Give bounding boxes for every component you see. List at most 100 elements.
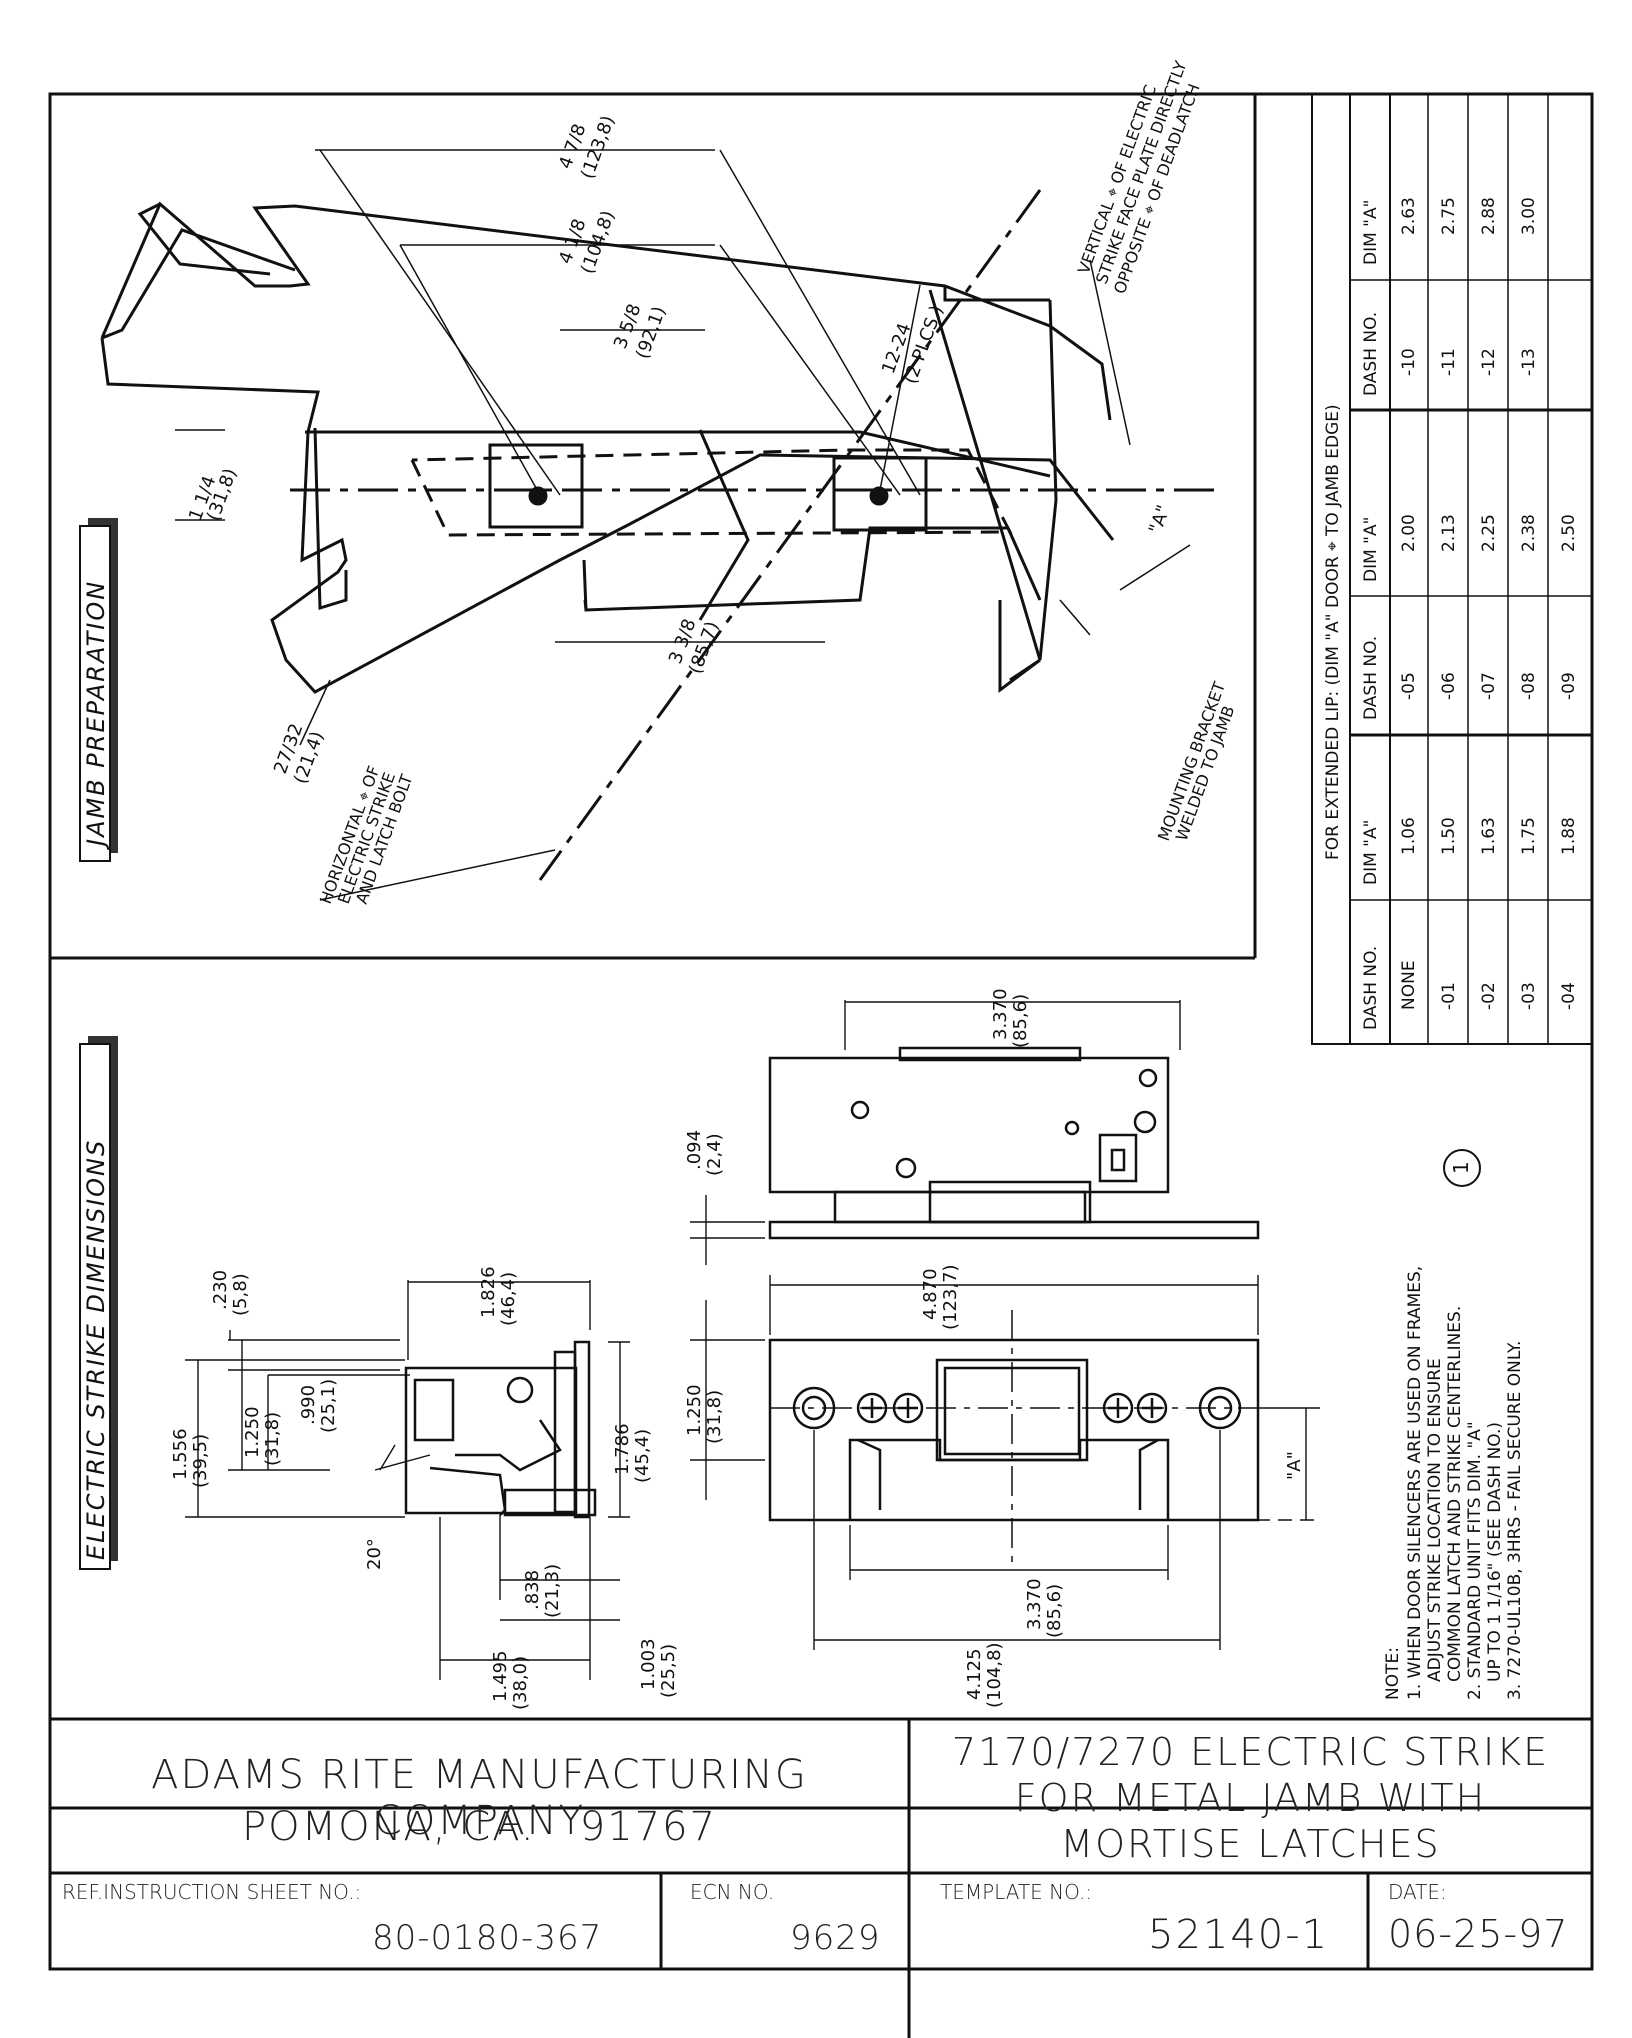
strike-faceplate-view [768, 1338, 1260, 1522]
table-dim-cell: 1.88 [1559, 817, 1579, 855]
strike-side-labels: .230 (5,8) 1.826 (46,4) 1.556 (39,5) 1.2… [170, 1266, 679, 1710]
ecn-value: 9629 [790, 1918, 881, 1958]
dim-4870-mm: (123,7) [940, 1264, 961, 1330]
dim-838: .838 [522, 1570, 543, 1610]
table-col-dim-header: DIM "A" [1361, 517, 1381, 582]
table-dash-cell: -11 [1439, 348, 1459, 376]
dim-1003: 1.003 [638, 1638, 659, 1690]
strike-title: ELECTRIC STRIKE DIMENSIONS [82, 1139, 110, 1560]
table-dim-cell: 2.50 [1559, 514, 1579, 552]
product-title-1: 7170/7270 ELECTRIC STRIKE [951, 1730, 1550, 1774]
dim-4870: 4.870 [920, 1268, 941, 1320]
dim-1250-face-mm: (31,8) [704, 1390, 725, 1444]
dim-1003-mm: (25,5) [658, 1644, 679, 1698]
template-value: 52140-1 [1148, 1912, 1330, 1958]
table-dim-cell: 2.88 [1479, 197, 1499, 235]
table-col-dash-header: DASH NO. [1361, 312, 1381, 396]
dim-1786: 1.786 [612, 1423, 633, 1475]
notes: NOTE: 1. WHEN DOOR SILENCERS ARE USED ON… [1383, 1149, 1525, 1700]
company-name: ADAMS RITE MANUFACTURING COMPANY [151, 1752, 808, 1844]
company-address: POMONA, CA. 91767 [241, 1804, 717, 1850]
note-marker: 1 [1449, 1161, 1473, 1174]
jamb-isometric-drawing [100, 189, 1220, 881]
table-dash-cell: -03 [1519, 982, 1539, 1010]
strike-title-box: ELECTRIC STRIKE DIMENSIONS [79, 1036, 118, 1570]
dim-094-mm: (2,4) [704, 1133, 725, 1176]
faceplate-centerlines [770, 1310, 1320, 1570]
dim-1250-face: 1.250 [684, 1384, 705, 1436]
product-title-2: FOR METAL JAMB WITH [1014, 1776, 1487, 1820]
table-dim-cell: 2.25 [1479, 514, 1499, 552]
date-value: 06-25-97 [1388, 1912, 1569, 1956]
dim-1250-side-mm: (31,8) [262, 1412, 283, 1466]
dim-3370-top: 3.370 [990, 988, 1011, 1040]
table-dim-cell: 1.06 [1399, 817, 1419, 855]
dim-094: .094 [684, 1130, 705, 1170]
note-1b: ADJUST STRIKE LOCATION TO ENSURE [1425, 1358, 1445, 1682]
product-title-3: MORTISE LATCHES [1060, 1822, 1441, 1866]
table-col-dim-header: DIM "A" [1361, 200, 1381, 265]
note-2b: UP TO 1 1/16" (SEE DASH NO.) [1485, 1422, 1505, 1682]
table-dash-cell: -07 [1479, 672, 1499, 700]
table-dash-cell: -13 [1519, 348, 1539, 376]
note-1a: 1. WHEN DOOR SILENCERS ARE USED ON FRAME… [1405, 1266, 1425, 1700]
dim-1556-mm: (39,5) [190, 1434, 211, 1488]
table-dim-cell: 2.13 [1439, 514, 1459, 552]
dim-230-mm: (5,8) [230, 1273, 251, 1316]
dim-1826: 1.826 [478, 1266, 499, 1318]
dim-20-deg: 20° [364, 1538, 385, 1570]
table-dash-cell: -12 [1479, 348, 1499, 376]
strike-top-labels: 3.370 (85,6) .094 (2,4) [684, 988, 1031, 1176]
table-dim-cell: 1.63 [1479, 817, 1499, 855]
table-dash-cell: NONE [1399, 960, 1419, 1010]
table-dim-cell: 2.75 [1439, 197, 1459, 235]
table-dim-cell: 2.38 [1519, 514, 1539, 552]
dim-1786-mm: (45,4) [632, 1429, 653, 1483]
strike-side-dims [185, 1280, 630, 1680]
jamb-title: JAMB PREPARATION [82, 580, 110, 850]
dash-table-header: FOR EXTENDED LIP: (DIM "A" DOOR ⌖ TO JAM… [1323, 404, 1343, 860]
note-2a: 2. STANDARD UNIT FITS DIM. "A" [1465, 1421, 1485, 1700]
table-dash-cell: -01 [1439, 982, 1459, 1010]
dim-1826-mm: (46,4) [498, 1272, 519, 1326]
table-dash-cell: -06 [1439, 672, 1459, 700]
strike-side-view [404, 1340, 597, 1519]
faceplate-dims [690, 1275, 1307, 1650]
notes-title: NOTE: [1383, 1647, 1403, 1700]
dim-3370-face-mm: (85,6) [1044, 1584, 1065, 1638]
template-label: TEMPLATE NO.: [940, 1880, 1093, 1904]
dim-3370-face: 3.370 [1024, 1578, 1045, 1630]
bottom-border [48, 1717, 1594, 1971]
table-dash-cell: -10 [1399, 348, 1419, 376]
table-dash-cell: -02 [1479, 982, 1499, 1010]
dash-table: FOR EXTENDED LIP: (DIM "A" DOOR ⌖ TO JAM… [1311, 93, 1593, 1045]
date-label: DATE: [1388, 1880, 1447, 1904]
jamb-labels: 4 7/8 (123,8) 4 1/8 (104,8) 3 5/8 (92,1)… [185, 58, 1238, 906]
dim-a-face: "A" [1284, 1451, 1305, 1480]
jamb-title-box: JAMB PREPARATION [79, 518, 118, 862]
table-dim-cell: 1.50 [1439, 817, 1459, 855]
table-dash-cell: -08 [1519, 672, 1539, 700]
dim-990: .990 [298, 1385, 319, 1425]
dim-230: .230 [210, 1270, 231, 1310]
table-dash-cell: -09 [1559, 672, 1579, 700]
dim-3370-top-mm: (85,6) [1010, 994, 1031, 1048]
ref-sheet-value: 80-0180-367 [372, 1918, 603, 1958]
strike-top-view [768, 1046, 1260, 1240]
note-1c: COMMON LATCH AND STRIKE CENTERLINES. [1445, 1306, 1465, 1682]
dim-4125: 4.125 [964, 1648, 985, 1700]
jamb-dim-a: "A" [1145, 502, 1175, 536]
dim-1250-side: 1.250 [242, 1406, 263, 1458]
dash-table-cells: DASH NO. DIM "A" NONE -01 -02 -03 -04 1.06 1.50 1… [1361, 197, 1579, 1030]
note-3: 3. 7270-UL10B, 3HRS - FAIL SECURE ONLY. [1505, 1341, 1525, 1700]
faceplate-labels: 4.870 (123,7) 1.250 (31,8) 3.370 (85,6) … [684, 1264, 1305, 1708]
table-dim-cell: 1.75 [1519, 817, 1539, 855]
dim-838-mm: (21,3) [542, 1564, 563, 1618]
ref-sheet-label: REF.INSTRUCTION SHEET NO.: [62, 1880, 362, 1904]
table-col-dash-header: DASH NO. [1361, 946, 1381, 1030]
table-dash-cell: -04 [1559, 982, 1579, 1010]
ecn-label: ECN NO. [690, 1880, 775, 1904]
jamb-dimension-lines [175, 149, 1191, 901]
dim-1495: 1.495 [490, 1650, 511, 1702]
